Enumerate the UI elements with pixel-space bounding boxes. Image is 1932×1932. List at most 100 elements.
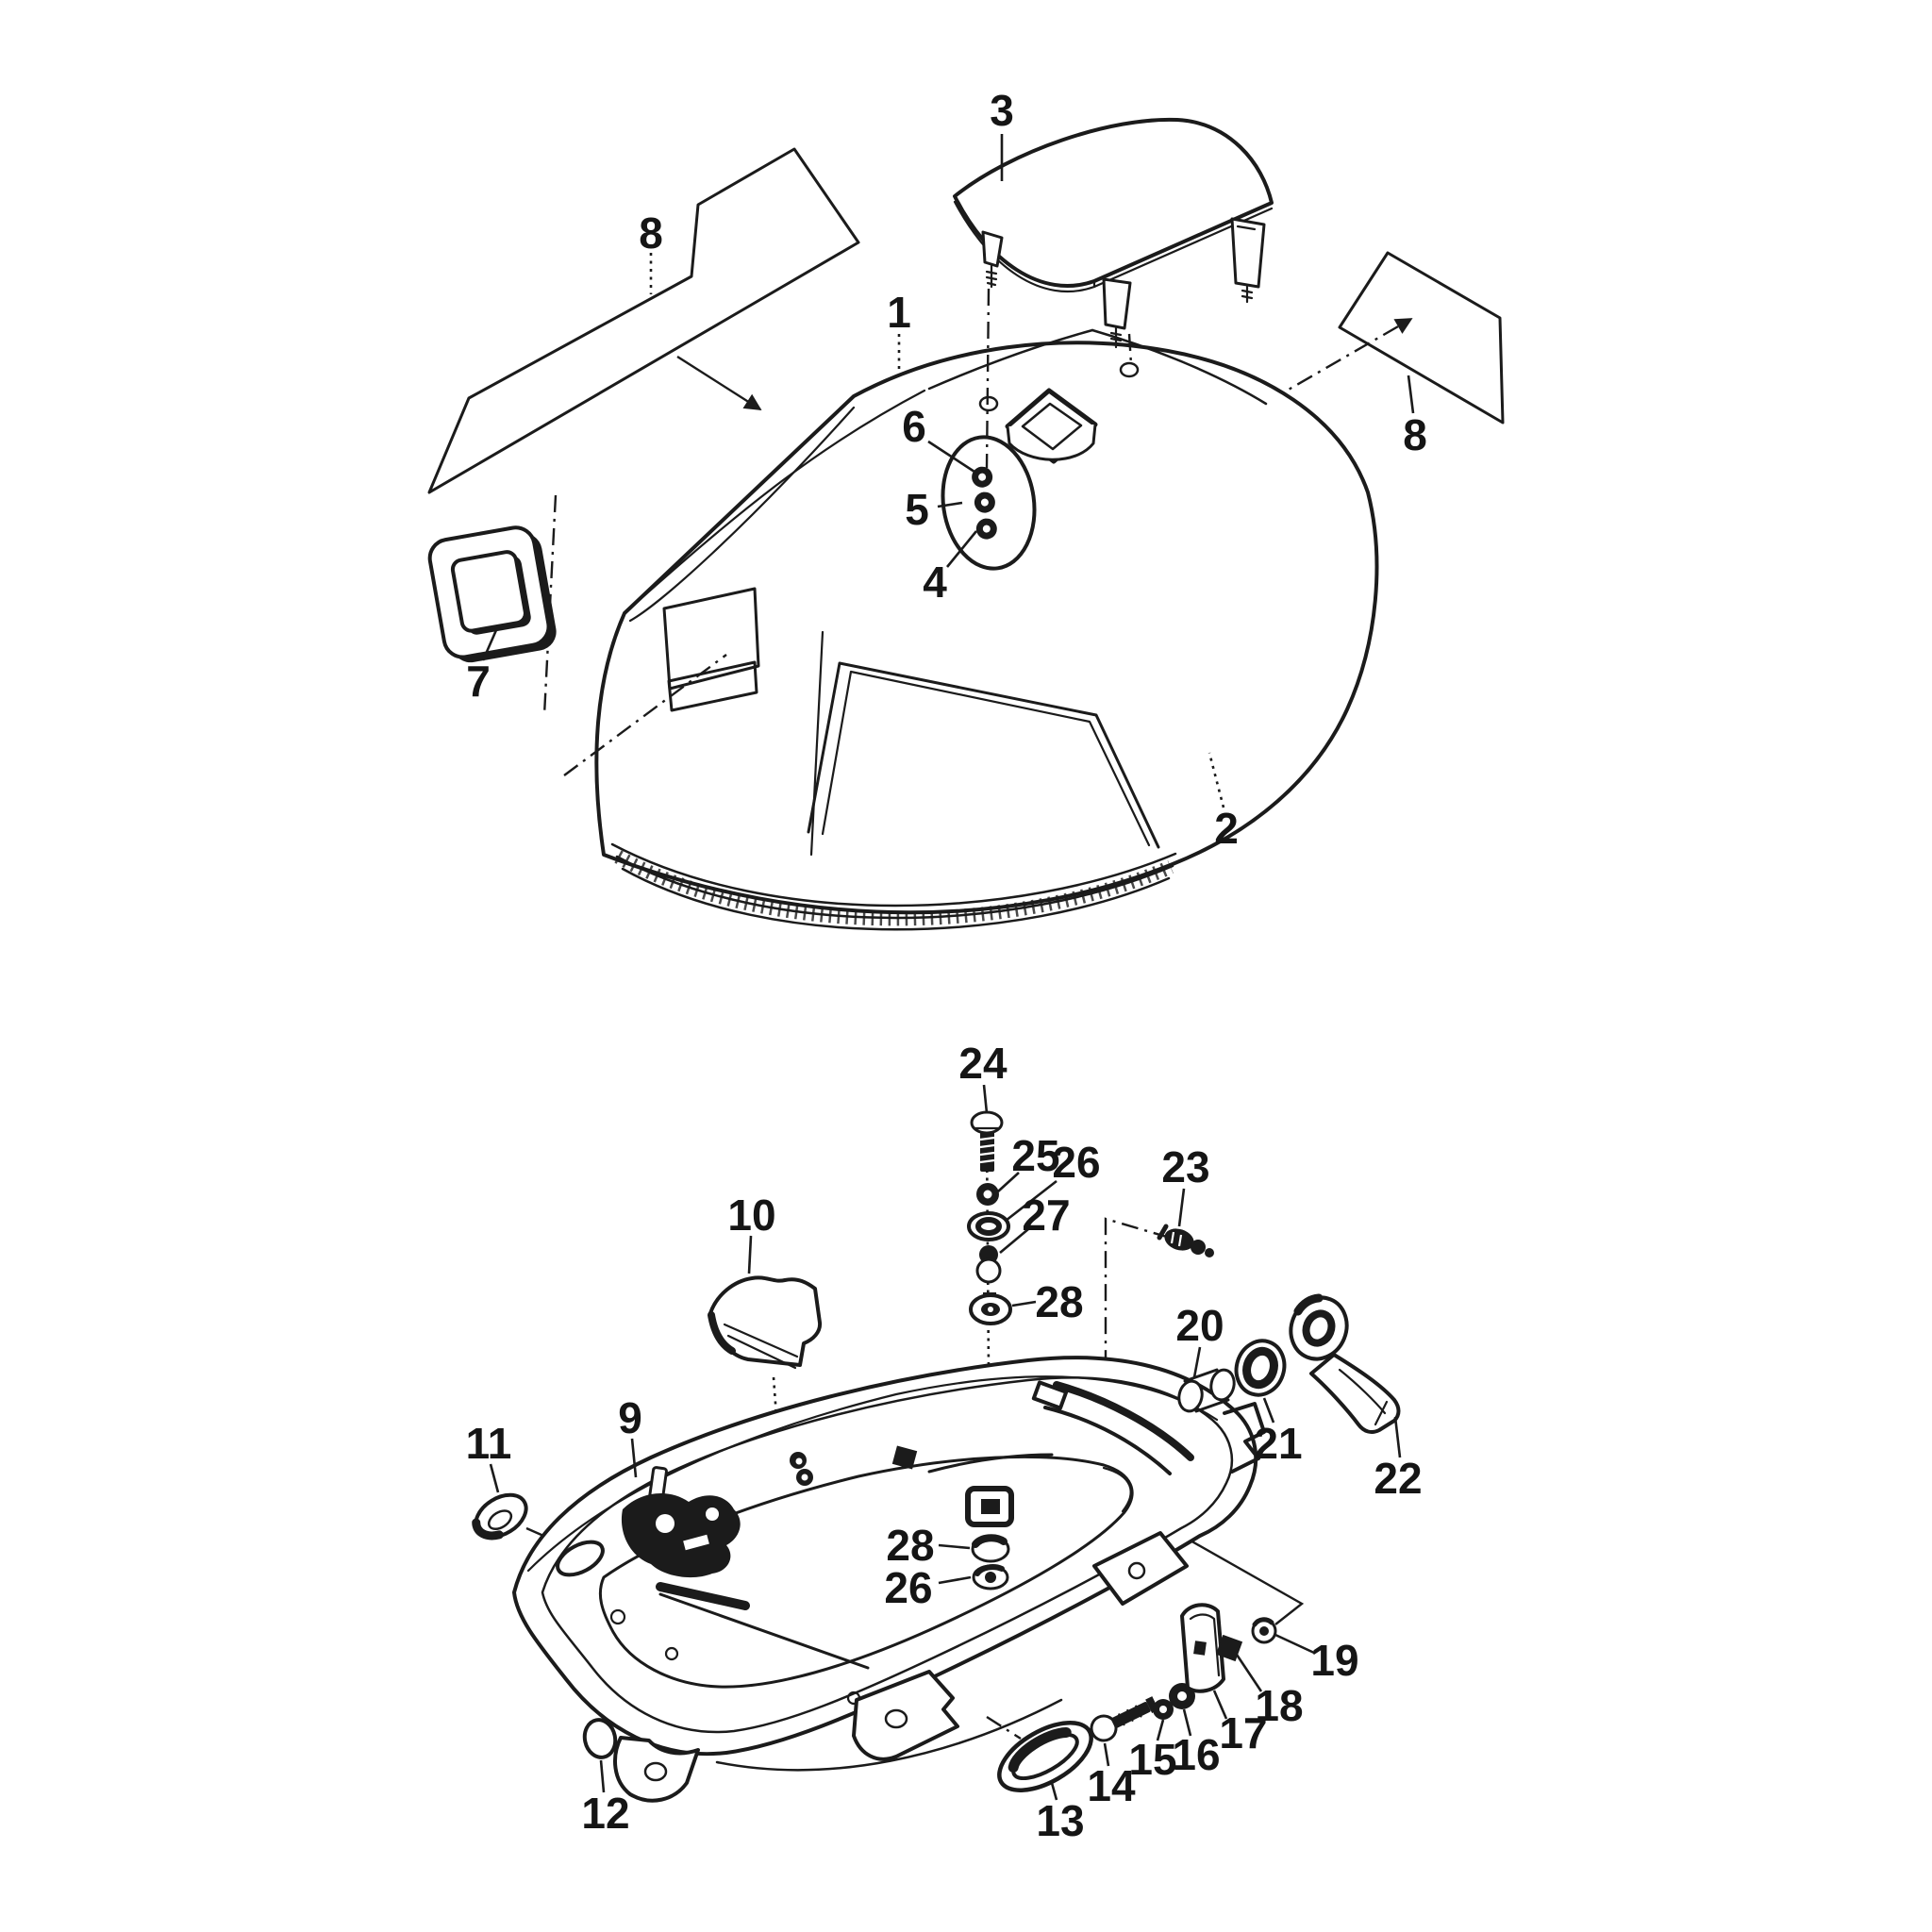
bracket-part10 (708, 1275, 823, 1370)
oval-grommet-part13 (997, 1721, 1093, 1792)
screw-hole (1119, 361, 1140, 378)
leader-line (1192, 1346, 1202, 1378)
gunwale-slot (556, 1540, 605, 1577)
callout-part-7: 7 (466, 629, 498, 706)
leader-line (1235, 1654, 1263, 1692)
part-number-label: 28 (886, 1521, 934, 1570)
grommet-plate-parts4-6 (941, 435, 1037, 571)
bolt-boss (965, 1486, 1014, 1527)
bolt-part24 (970, 1110, 1004, 1172)
part-number-label: 10 (727, 1191, 775, 1240)
leader-line (489, 1463, 500, 1493)
leader-line (1212, 1690, 1228, 1720)
washer-part26 (967, 1211, 1010, 1241)
leader-line (481, 629, 498, 661)
front-recess-panel (807, 661, 1160, 849)
callout-part-26: 26 (1005, 1138, 1101, 1223)
bottom-cowl-assembly (472, 1110, 1401, 1803)
flange-nut-part28 (969, 1292, 1012, 1325)
rear-channel-detail (891, 1380, 1194, 1475)
callout-part-25: 25 (997, 1131, 1060, 1192)
callout-part-27: 27 (999, 1191, 1071, 1254)
top-cowl-part1 (594, 328, 1379, 915)
leader-line (982, 1084, 989, 1114)
leader-line (945, 530, 978, 568)
leader-line (1156, 1719, 1165, 1741)
spacer-part27 (975, 1245, 1002, 1284)
part-number-label: 20 (1175, 1301, 1224, 1350)
part-number-label: 25 (1011, 1131, 1059, 1180)
part-number-label: 9 (618, 1393, 642, 1442)
leader-line (937, 501, 963, 508)
part-number-label: 15 (1128, 1735, 1176, 1784)
leader-line (630, 1438, 638, 1478)
grommet-part21 (1234, 1339, 1287, 1397)
top-cap-part3 (953, 117, 1274, 349)
cap-platform (927, 328, 1268, 412)
leader-line (1393, 1416, 1402, 1458)
washer-part26-lower (972, 1564, 1009, 1591)
washer-part25 (976, 1183, 999, 1206)
callout-part-9: 9 (618, 1393, 642, 1478)
nut-part18 (1215, 1634, 1243, 1662)
part-number-label: 26 (1052, 1138, 1100, 1187)
leader-line (1177, 1188, 1186, 1227)
leader-line (938, 1575, 972, 1585)
grommet-part5 (974, 491, 995, 513)
callout-part-24: 24 (958, 1039, 1008, 1114)
leader-line (1011, 1300, 1037, 1307)
callout-part-6: 6 (902, 402, 978, 475)
grommet-part6 (972, 466, 993, 488)
top-cowling-assembly (427, 117, 1505, 931)
leader-line (1103, 1742, 1110, 1767)
part-number-label: 4 (923, 558, 947, 607)
part-number-label: 27 (1022, 1191, 1070, 1240)
part-number-label: 5 (905, 485, 929, 534)
callout-part-13: 13 (1036, 1782, 1085, 1845)
part-number-label: 19 (1310, 1636, 1358, 1685)
part-number-label: 1 (887, 288, 911, 337)
callout-part-22: 22 (1374, 1416, 1423, 1503)
bottom-flange-tabs (613, 1670, 1063, 1803)
callout-part-18: 18 (1235, 1654, 1304, 1730)
callout-part-19: 19 (1274, 1633, 1359, 1685)
callout-part-8: 8 (639, 208, 663, 294)
part-number-label: 3 (990, 86, 1014, 135)
part-number-label: 23 (1161, 1142, 1209, 1191)
leader-line (927, 440, 978, 475)
washer-part28-lower (971, 1534, 1010, 1563)
leader-line (599, 1759, 606, 1793)
callout-part-3: 3 (990, 86, 1014, 181)
bushing-part20 (1177, 1368, 1236, 1413)
callout-part-4: 4 (923, 530, 978, 607)
leader-line (747, 1235, 753, 1274)
callout-part-8: 8 (1403, 375, 1427, 459)
leader-line (938, 1543, 971, 1550)
callout-part-11: 11 (466, 1419, 511, 1493)
bottom-cowl-part9 (512, 1356, 1266, 1803)
leader-line (999, 1228, 1029, 1254)
callout-part-23: 23 (1161, 1142, 1210, 1227)
grommet-part4 (975, 518, 997, 540)
leader-line (1407, 375, 1415, 414)
part-number-label: 22 (1374, 1454, 1422, 1503)
callout-part-17: 17 (1212, 1690, 1268, 1757)
part-number-label: 7 (466, 657, 491, 706)
callout-part-14: 14 (1087, 1742, 1136, 1810)
steering-bracket-detail (621, 1466, 870, 1670)
part-number-label: 8 (1403, 410, 1427, 459)
callout-part-1: 1 (887, 288, 911, 374)
rim-clip-detail (790, 1452, 813, 1486)
part-number-label: 16 (1172, 1730, 1220, 1779)
callout-part-10: 10 (727, 1191, 776, 1274)
callout-part-12: 12 (581, 1759, 630, 1838)
screw-part23 (1157, 1224, 1214, 1257)
nut-part19 (1251, 1617, 1277, 1644)
callout-part-20: 20 (1175, 1301, 1224, 1378)
latch-opening (1005, 388, 1098, 464)
part-number-label: 17 (1219, 1708, 1267, 1757)
plug-part12 (582, 1718, 618, 1759)
